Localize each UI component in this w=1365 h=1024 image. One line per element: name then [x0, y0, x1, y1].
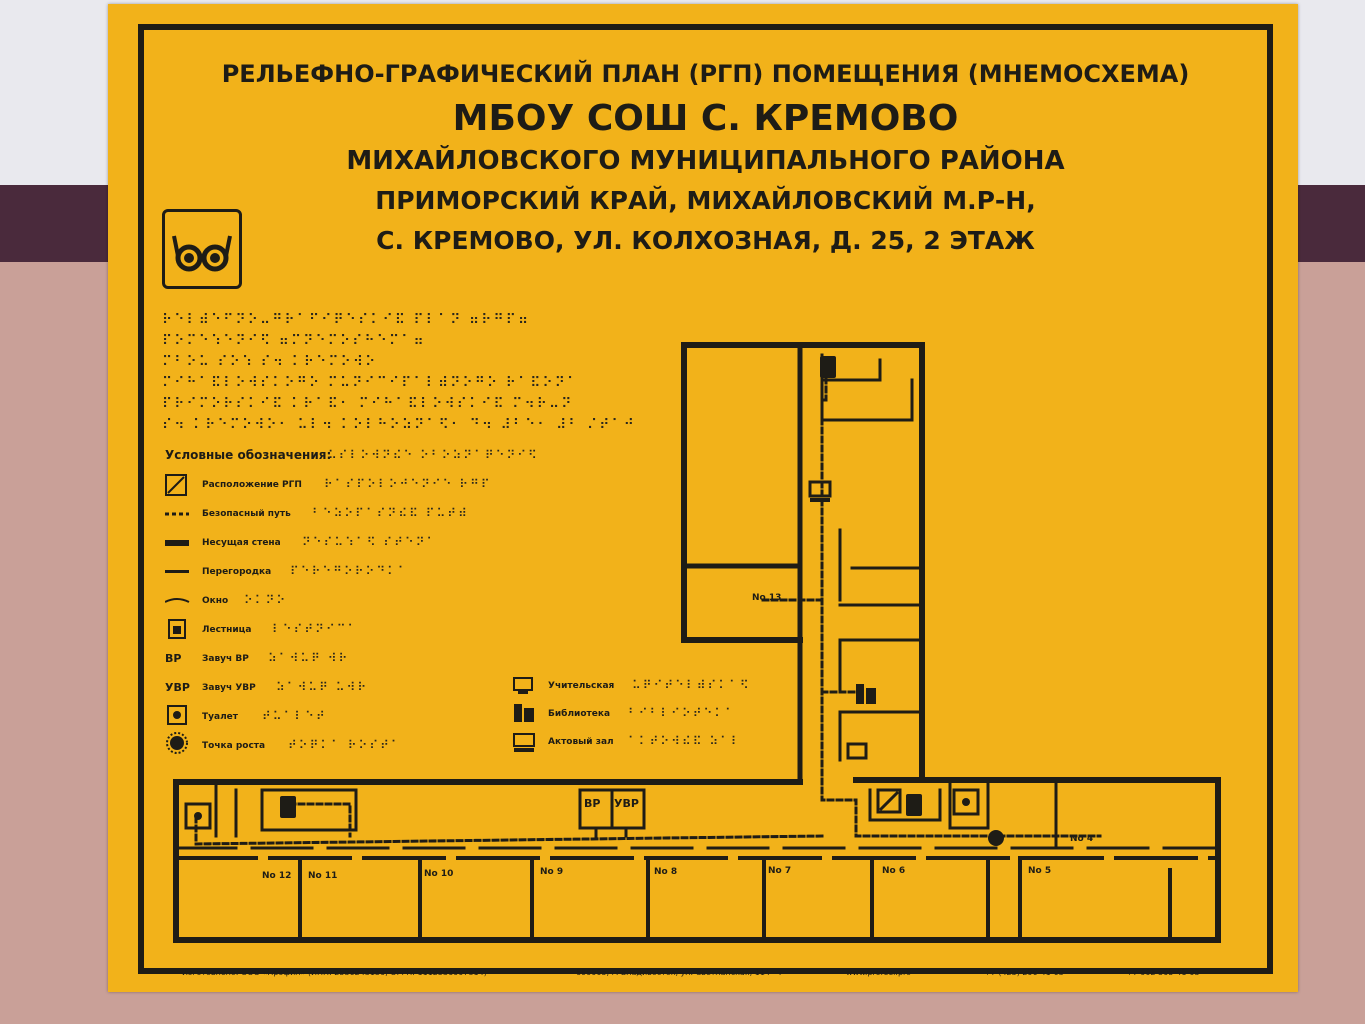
legend-label-2: Актовый зал [548, 737, 614, 747]
legend-label: Безопасный путь [202, 509, 291, 519]
legend-label: Перегородка [202, 567, 272, 577]
sign-frame [138, 24, 1273, 974]
legend-braille: ⠗⠁⠎⠏⠕⠇⠕⠚⠑⠝⠊⠑ ⠗⠛⠏ [324, 477, 492, 491]
legend-label-2: Библиотека [548, 709, 611, 719]
legend-braille: ⠏⠑⠗⠑⠛⠕⠗⠕⠙⠅⠁ [290, 564, 409, 578]
legend-label: Расположение РГП [202, 480, 302, 490]
room-label: No 7 [768, 866, 792, 876]
room-label: No 8 [654, 867, 678, 877]
braille-line: ⠍⠃⠕⠥ ⠎⠕⠱ ⠎⠲ ⠅⠗⠑⠍⠕⠺⠕ [162, 354, 378, 370]
room-label: No 5 [1028, 866, 1052, 876]
legend-braille: ⠕⠅⠝⠕ [244, 593, 288, 607]
title-line-3: МИХАЙЛОВСКОГО МУНИЦИПАЛЬНОГО РАЙОНА [346, 146, 1065, 176]
title-line-1: РЕЛЬЕФНО-ГРАФИЧЕСКИЙ ПЛАН (РГП) ПОМЕЩЕНИ… [221, 60, 1190, 88]
room-label: No 13 [752, 593, 782, 603]
title-line-5: С. КРЕМОВО, УЛ. КОЛХОЗНАЯ, Д. 25, 2 ЭТАЖ [376, 226, 1035, 255]
legend-label-2: Учительская [548, 681, 615, 691]
room-label: No 10 [424, 869, 454, 879]
legend-symbol-uvr: УВР [165, 681, 190, 694]
room-label: No 9 [540, 867, 564, 877]
legend-braille: ⠞⠥⠁⠇⠑⠞ [262, 709, 327, 723]
room-label: No 4 [1070, 834, 1094, 844]
legend-braille-2: ⠁⠅⠞⠕⠺⠮⠯ ⠵⠁⠇ [628, 734, 742, 748]
braille-line: ⠗⠑⠇⠾⠑⠋⠝⠕⠤⠛⠗⠁⠋⠊⠟⠑⠎⠅⠊⠯ ⠏⠇⠁⠝ ⠶⠗⠛⠏⠶ [162, 312, 531, 328]
low-vision-glasses-icon [162, 209, 242, 289]
room-label: No 12 [262, 871, 292, 881]
legend-title: Условные обозначения: [165, 448, 332, 462]
legend-symbol-vr: ВР [165, 652, 182, 665]
footer-address: 690005, г. Владивосток, ул. Светланская,… [576, 968, 784, 977]
legend-label: Несущая стена [202, 538, 281, 548]
footer-phone-1: +7 (423) 290-41-03 [984, 968, 1064, 977]
title-line-4: ПРИМОРСКИЙ КРАЙ, МИХАЙЛОВСКИЙ М.Р-Н, [375, 186, 1036, 215]
legend-braille: ⠃⠑⠵⠕⠏⠁⠎⠝⠮⠯ ⠏⠥⠞⠾ [312, 506, 469, 520]
tactile-sign-plate [108, 4, 1298, 992]
braille-line: ⠏⠕⠍⠑⠱⠑⠝⠊⠫ ⠶⠍⠝⠑⠍⠕⠎⠓⠑⠍⠁⠶ [162, 333, 426, 349]
legend-braille: ⠇⠑⠎⠞⠝⠊⠉⠁ [272, 622, 359, 636]
footer-phone-2: +7 902 505-41-03 [1126, 968, 1200, 977]
braille-line: ⠍⠊⠓⠁⠯⠇⠕⠺⠎⠅⠕⠛⠕ ⠍⠥⠝⠊⠉⠊⠏⠁⠇⠾⠝⠕⠛⠕ ⠗⠁⠯⠕⠝⠁ [162, 375, 580, 391]
legend-label: Окно [202, 596, 229, 606]
legend-symbols-2 [513, 677, 535, 752]
legend-braille: ⠵⠁⠺⠥⠟ ⠺⠗ [268, 651, 350, 665]
legend-label: Точка роста [202, 741, 266, 751]
legend-label: Завуч ВР [202, 654, 249, 664]
room-label-vr: ВР [584, 797, 601, 810]
legend-label: Туалет [202, 712, 238, 722]
legend-braille-2: ⠃⠊⠃⠇⠊⠕⠞⠑⠅⠁ [628, 706, 736, 720]
room-label-uvr: УВР [614, 797, 639, 810]
legend-title-braille: ⠥⠎⠇⠕⠺⠝⠮⠑ ⠕⠃⠕⠵⠝⠁⠟⠑⠝⠊⠫ [328, 448, 539, 462]
room-label: No 6 [882, 866, 906, 876]
legend-braille: ⠝⠑⠎⠥⠱⠁⠫ ⠎⠞⠑⠝⠁ [302, 535, 438, 549]
legend-braille: ⠵⠁⠺⠥⠟ ⠥⠺⠗ [276, 680, 369, 694]
footer-maker: Изготовлено: ООО «Профил» (ИНН: 25362431… [182, 968, 487, 977]
room-label: No 11 [308, 871, 338, 881]
footer-site: www.profeel.pro [846, 968, 912, 977]
legend-label: Лестница [202, 625, 252, 635]
legend-braille-2: ⠥⠟⠊⠞⠑⠇⠾⠎⠅⠁⠫ [632, 678, 751, 692]
legend-braille: ⠞⠕⠟⠅⠁ ⠗⠕⠎⠞⠁ [288, 738, 402, 752]
legend-label: Завуч УВР [202, 683, 256, 693]
legend-symbols [165, 474, 190, 754]
braille-line: ⠏⠗⠊⠍⠕⠗⠎⠅⠊⠯ ⠅⠗⠁⠯⠂ ⠍⠊⠓⠁⠯⠇⠕⠺⠎⠅⠊⠯ ⠍⠲⠗⠤⠝ [162, 396, 574, 412]
title-line-2: МБОУ СОШ С. КРЕМОВО [452, 98, 959, 139]
braille-line: ⠎⠲ ⠅⠗⠑⠍⠕⠺⠕⠂ ⠥⠇⠲ ⠅⠕⠇⠓⠕⠵⠝⠁⠫⠂ ⠙⠲ ⠼⠃⠑⠂ ⠼⠃ ⠌⠞… [162, 417, 637, 433]
